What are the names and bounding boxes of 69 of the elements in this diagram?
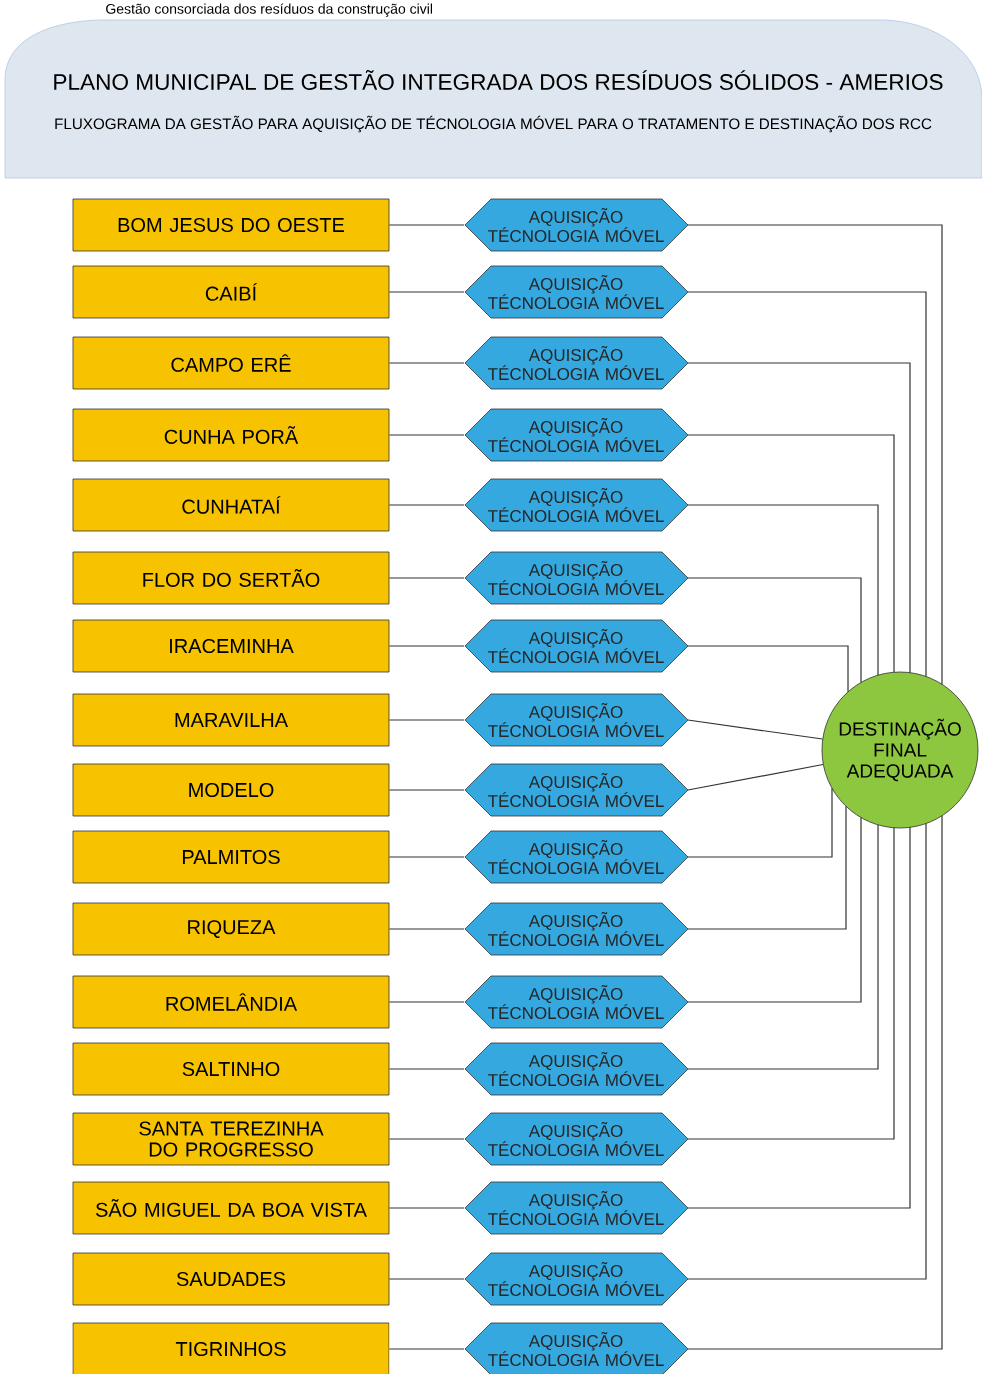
connector-line [388,577,465,579]
hexagon-box: AQUISIÇÃO TÉCNOLOGIA MÓVEL [464,336,689,390]
municipality-box: CAIBÍ [72,265,390,319]
connector-line [388,291,465,293]
hexagon-box: AQUISIÇÃO TÉCNOLOGIA MÓVEL [464,1042,689,1096]
hexagon-box: AQUISIÇÃO TÉCNOLOGIA MÓVEL [464,763,689,817]
connector-line [687,224,943,685]
connector-line [388,645,465,647]
municipality-box: MODELO [72,763,390,817]
hexagon-box: AQUISIÇÃO TÉCNOLOGIA MÓVEL [464,408,689,462]
connector-line [388,789,465,791]
connector-line [687,824,879,1070]
hexagon-box: AQUISIÇÃO TÉCNOLOGIA MÓVEL [464,1112,689,1166]
municipality-box: CUNHATAÍ [72,478,390,532]
connector-line [388,362,465,364]
connector-line [388,719,465,721]
municipality-box: CAMPO ERÊ [72,336,390,390]
hexagon-box: AQUISIÇÃO TÉCNOLOGIA MÓVEL [464,198,689,252]
municipality-box: SÃO MIGUEL DA BOA VISTA [72,1181,390,1235]
connector-line [687,577,862,684]
municipality-box: IRACEMINHA [72,619,390,673]
connector-line [388,434,465,436]
hexagon-box: AQUISIÇÃO TÉCNOLOGIA MÓVEL [464,1252,689,1306]
hexagon-box: AQUISIÇÃO TÉCNOLOGIA MÓVEL [464,1322,689,1374]
connector-line [687,815,943,1350]
connector-line [687,434,895,673]
municipality-box: FLOR DO SERTÃO [72,551,390,605]
municipality-box: SAUDADES [72,1252,390,1306]
hexagon-box: AQUISIÇÃO TÉCNOLOGIA MÓVEL [464,902,689,956]
connector-line [687,362,911,674]
municipality-box: TIGRINHOS [72,1322,390,1374]
municipality-box: ROMELÂNDIA [72,975,390,1029]
hexagon-box: AQUISIÇÃO TÉCNOLOGIA MÓVEL [464,830,689,884]
municipality-box: MARAVILHA [72,693,390,747]
connector-line [687,763,824,791]
hexagon-box: AQUISIÇÃO TÉCNOLOGIA MÓVEL [464,975,689,1029]
hexagon-box: AQUISIÇÃO TÉCNOLOGIA MÓVEL [464,619,689,673]
municipality-box: CUNHA PORÃ [72,408,390,462]
connector-line [388,1207,465,1209]
connector-line [687,504,879,676]
connector-line [388,856,465,858]
connector-line [687,822,927,1280]
municipality-box: RIQUEZA [72,902,390,956]
hexagon-box: AQUISIÇÃO TÉCNOLOGIA MÓVEL [464,265,689,319]
hexagon-box: AQUISIÇÃO TÉCNOLOGIA MÓVEL [464,693,689,747]
connector-line [687,645,849,693]
connector-line [388,1278,465,1280]
connector-line [388,504,465,506]
municipality-box: PALMITOS [72,830,390,884]
hexagon-box: AQUISIÇÃO TÉCNOLOGIA MÓVEL [464,1181,689,1235]
connector-line [388,224,465,226]
municipality-box: SANTA TEREZINHA DO PROGRESSO [72,1112,390,1166]
connector-line [687,816,862,1003]
connector-line [687,805,847,930]
connector-line [388,1001,465,1003]
connector-line [388,1138,465,1140]
connector-line [687,291,927,678]
connector-line [687,787,833,858]
connector-line [388,928,465,930]
connector-line [388,1348,465,1350]
hexagon-box: AQUISIÇÃO TÉCNOLOGIA MÓVEL [464,478,689,532]
connector-line [687,826,911,1209]
connector-line [687,719,823,740]
header-band: PLANO MUNICIPAL DE GESTÃO INTEGRADA DOS RESÍDUOS SÓLIDOS - AMERIOS FLUXOGRAMA DA GESTÃO PARA AQUISIÇÃO DE TÉCNOLOGIA MÓVEL PARA O TRATAMENTO E DESTINAÇÃO DOS RCC [4,19,982,179]
municipality-box: BOM JESUS DO OESTE [72,198,390,252]
connector-line [687,827,895,1140]
municipality-box: SALTINHO [72,1042,390,1096]
hexagon-box: AQUISIÇÃO TÉCNOLOGIA MÓVEL [464,551,689,605]
connector-line [388,1068,465,1070]
